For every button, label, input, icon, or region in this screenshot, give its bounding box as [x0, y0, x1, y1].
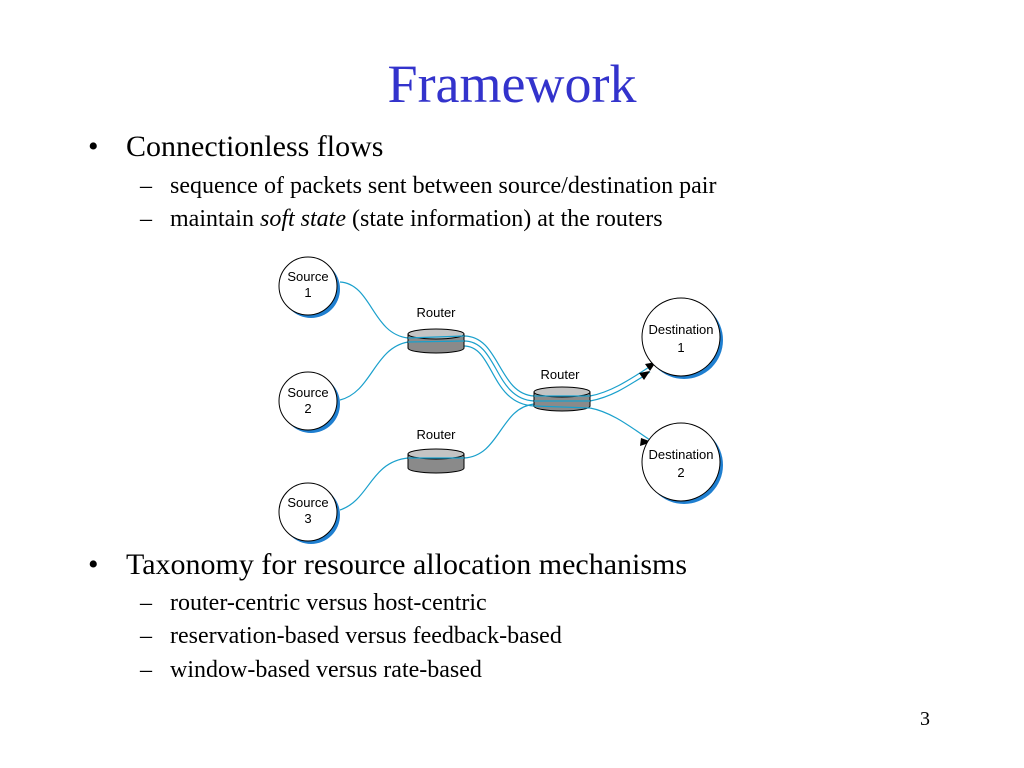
flow-line-through-router — [407, 340, 465, 343]
bullet-text: Connectionless flows — [126, 130, 384, 163]
source-label: Source — [287, 495, 328, 510]
router-2: Router — [533, 367, 591, 412]
source-number: 2 — [304, 401, 311, 416]
router-label: Router — [416, 427, 456, 442]
source-number: 3 — [304, 511, 311, 526]
sub-bullet: –sequence of packets sent between source… — [140, 172, 716, 200]
flow-line-through-router — [533, 405, 591, 409]
flow-line-r2-dest1 — [589, 363, 655, 397]
sub-bullet-text: router-centric versus host-centric — [170, 590, 487, 616]
bullet-dot-icon: • — [88, 548, 99, 581]
dash-icon: – — [140, 173, 152, 199]
arrowheads — [639, 362, 656, 446]
bullet-dot-icon: • — [88, 130, 99, 163]
sub-bullet-text: sequence of packets sent between source/… — [170, 173, 717, 199]
flow-lines — [339, 281, 655, 511]
flow-line-source3 — [339, 457, 409, 511]
source-label: Source — [287, 269, 328, 284]
source-node-3: Source 3 — [278, 482, 340, 544]
source-label: Source — [287, 385, 328, 400]
bullet-text: Taxonomy for resource allocation mechani… — [126, 548, 688, 581]
page-number: 3 — [920, 708, 930, 730]
flow-line-source1 — [339, 281, 409, 339]
bullet-taxonomy: • Taxonomy for resource allocation mechan… — [88, 548, 687, 582]
sub-bullet-text: (state information) at the routers — [346, 206, 663, 232]
flow-line-r2-dest2 — [589, 407, 651, 441]
flow-line-through-router — [407, 335, 465, 339]
dash-icon: – — [140, 206, 152, 232]
sub-bullet-text: reservation-based versus feedback-based — [170, 623, 562, 649]
destination-number: 2 — [677, 465, 684, 480]
source-number: 1 — [304, 285, 311, 300]
dash-icon: – — [140, 590, 152, 616]
dash-icon: – — [140, 657, 152, 683]
destination-node-1: Destination 1 — [641, 297, 723, 379]
flow-line-r1-r2 — [463, 335, 535, 397]
bullet-connectionless-flows: • Connectionless flows — [88, 130, 383, 164]
soft-state-emphasis: soft state — [259, 206, 346, 232]
sub-bullet: –window-based versus rate-based — [140, 656, 482, 684]
sub-bullet-text: maintain — [170, 206, 260, 232]
destination-node-2: Destination 2 — [641, 422, 723, 504]
sub-bullet: –router-centric versus host-centric — [140, 589, 487, 617]
destination-label: Destination — [648, 322, 713, 337]
destination-label: Destination — [648, 447, 713, 462]
source-node-1: Source 1 — [278, 256, 340, 318]
sub-bullet: –maintain soft state (state information)… — [140, 205, 663, 233]
sub-bullet: –reservation-based versus feedback-based — [140, 622, 562, 650]
sub-bullet-text: window-based versus rate-based — [170, 657, 482, 683]
dash-icon: – — [140, 623, 152, 649]
slide-title: Framework — [387, 54, 637, 114]
router-3: Router — [407, 427, 465, 474]
flow-line-r1-r2 — [463, 340, 535, 402]
flow-line-source2 — [339, 341, 409, 401]
router-label: Router — [416, 305, 456, 320]
router-label: Router — [540, 367, 580, 382]
flow-line-r3-r2 — [463, 403, 535, 459]
router-1: Router — [407, 305, 465, 354]
flow-line-r2-dest1 — [589, 371, 651, 402]
arrow-head-icon — [640, 438, 652, 446]
flow-line-r1-r2 — [463, 345, 535, 407]
router-pass-lines — [407, 335, 591, 459]
arrow-head-icon — [639, 371, 650, 380]
source-node-2: Source 2 — [278, 371, 340, 433]
destination-number: 1 — [677, 340, 684, 355]
